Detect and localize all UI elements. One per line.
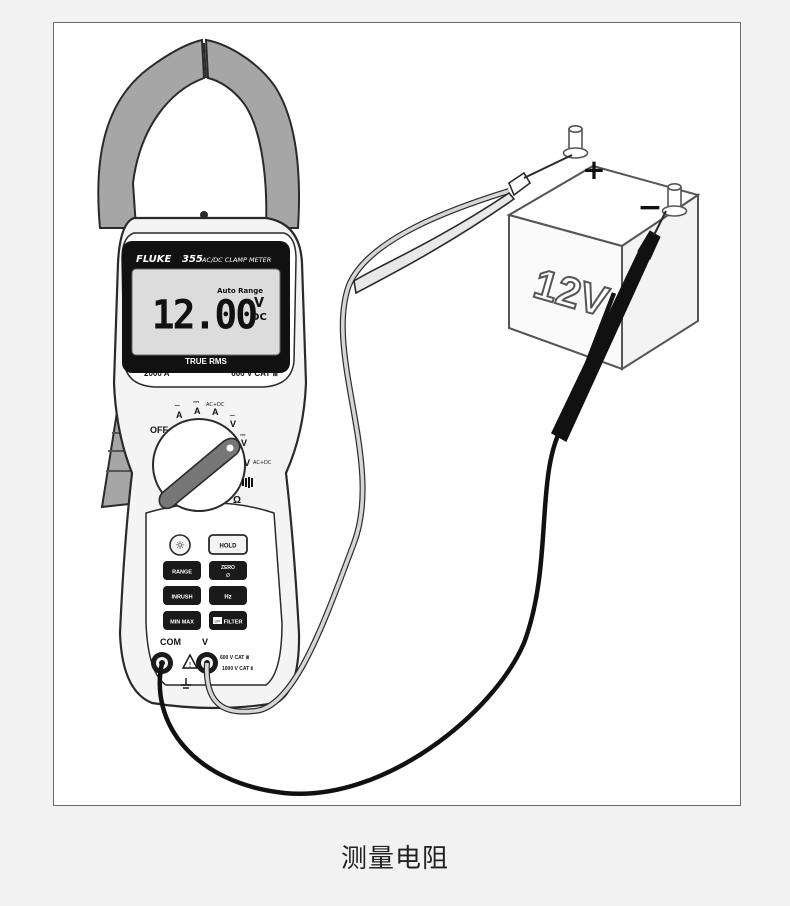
lpf-badge [213,617,222,624]
terminal-rating-2: 1000 V CAT Ⅱ [222,665,254,672]
continuity-beep-icon [242,477,253,488]
warning-icon: ! [181,653,199,669]
backlight-icon: ☼ [175,539,185,552]
dial-acdc-mark: AC+DC [206,402,225,408]
com-terminal-label: COM [160,637,181,647]
dial-a-dc-label: A [194,406,201,416]
black-test-lead[interactable] [157,210,667,797]
brand-logo: FLUKE [136,254,172,265]
hz-label: Hz [224,595,231,601]
auto-range-indicator: Auto Range [217,287,263,295]
battery: + − 12V [506,125,701,371]
cat-rating-label: 600 V CAT Ⅲ [231,369,278,378]
dial-a-acdc-label: A [212,407,219,417]
dial-v-ac-symbol: ~ [229,411,236,420]
battery-plus-sign: + [582,153,605,186]
svg-text:!: ! [189,661,192,669]
display-bezel: FLUKE 355 AC/DC CLAMP METER Auto Range 1… [122,241,290,373]
ground-icon [181,678,191,689]
filter-label: FILTER [224,620,243,626]
inrush-button[interactable]: INRUSH [163,586,201,605]
dial-ohm-label: Ω [233,495,241,506]
zero-symbol: Ø [226,572,230,579]
dial-v-dc-label: V [241,438,247,448]
red-probe-handle [353,191,516,295]
dial-a-ac-label: A [176,410,183,420]
figure-caption: 测量电阻 [340,844,449,874]
range-label: RANGE [172,570,192,576]
diagram-frame: + − 12V FLUKE 355 AC/DC CLAMP METER Auto… [53,22,741,806]
inrush-label: INRUSH [171,595,192,601]
dial-a-dc-symbol: ⎓ [193,397,200,406]
backlight-button[interactable]: ☼ [169,534,191,556]
min-max-label: MIN MAX [170,620,194,626]
true-rms-label: TRUE RMS [185,357,227,366]
dial-v-ac-label: V [230,419,236,429]
measurement-diagram: + − 12V FLUKE 355 AC/DC CLAMP METER Auto… [97,38,701,797]
dial-v-acdc-mark: AC+DC [253,460,272,466]
hz-button[interactable]: Hz [209,586,247,605]
model-description: AC/DC CLAMP METER [201,256,271,264]
function-dial[interactable] [152,418,246,512]
max-current-label: 2000 A [144,369,170,378]
lpf-label: LPF [214,620,220,624]
dial-v-dc-symbol: ⎓ [240,431,246,439]
battery-minus-sign: − [637,190,662,225]
terminal-rating-1: 600 V CAT Ⅲ [220,654,250,661]
zero-button[interactable]: ZERO Ø [209,561,247,580]
lcd-screen [131,268,281,356]
filter-button[interactable]: LPF FILTER [209,611,247,630]
dial-off-label: OFF [150,425,168,435]
hold-button[interactable]: HOLD [208,534,248,555]
dial-a-ac-symbol: ~ [174,401,181,410]
clamp-jaws [97,38,300,229]
red-test-lead[interactable] [203,154,573,715]
lcd-unit: V [254,296,264,311]
range-button[interactable]: RANGE [163,561,201,580]
hold-label: HOLD [220,544,238,550]
dial-v-acdc-label: V [244,458,250,468]
min-max-button[interactable]: MIN MAX [163,611,201,630]
v-terminal-label: V [202,637,208,647]
zero-label: ZERO [221,565,235,571]
lcd-unit-mode: DC [251,312,267,323]
model-number: 355 [182,254,203,265]
lcd-reading: 12.00 [152,293,257,339]
battery-negative-terminal [661,183,688,217]
